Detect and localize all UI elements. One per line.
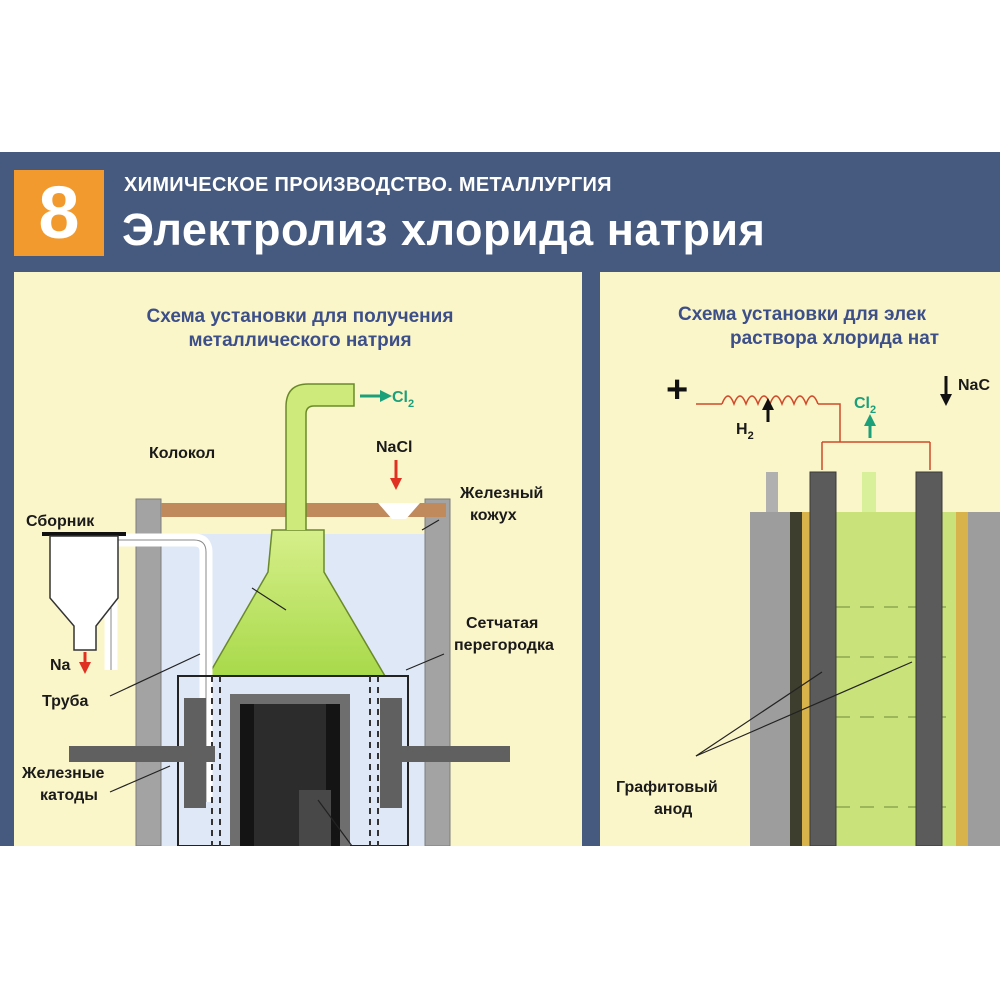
casing-left-wall [135, 498, 162, 846]
label-mesh-partition-1: Сетчатая [466, 615, 538, 632]
brine-electrolysis-diagram: Схема установки для элек раствора хлорид… [616, 304, 1000, 846]
left-title-line-1: Схема установки для получения [147, 306, 454, 327]
label-na: Na [50, 657, 71, 674]
label-h2: H2 [736, 421, 754, 442]
cell-left-wall [750, 512, 790, 846]
bell-leader [251, 587, 287, 611]
label-graphite-anode-2: анод [654, 801, 692, 818]
iron-cathode-right [380, 746, 510, 762]
cathodes-leader [109, 765, 171, 793]
h2-outlet [766, 472, 778, 512]
nacl-feed-funnel [378, 503, 420, 519]
right-diaphragm [956, 512, 968, 846]
plus-terminal: + [666, 369, 688, 411]
right-title-line-2: раствора хлорида нат [730, 328, 939, 349]
left-title-line-2: металлического натрия [188, 330, 411, 351]
label-graphite-anode-1: Графитовый [616, 779, 718, 796]
label-cl2: Cl2 [392, 389, 414, 410]
iron-cathode-left-plate [184, 698, 206, 808]
partition-leader [405, 653, 445, 671]
label-nacl: NaCl [376, 439, 412, 456]
section-subtitle: ХИМИЧЕСКОЕ ПРОИЗВОДСТВО. МЕТАЛЛУРГИЯ [124, 174, 612, 196]
label-bell: Колокол [149, 445, 215, 462]
label-cl2-right: Cl2 [854, 395, 876, 416]
label-pipe: Труба [42, 693, 89, 710]
anode-leader [317, 799, 353, 846]
casing-leader [421, 519, 440, 531]
anode-leader-2 [695, 661, 913, 757]
iron-cathode-left [69, 746, 215, 762]
label-iron-cathodes-1: Железные [21, 765, 104, 782]
sodium-electrolysis-diagram: Схема установки для получения металличес… [21, 306, 554, 846]
label-iron-cathodes-2: катоды [40, 787, 98, 804]
cl2-outlet [862, 472, 876, 512]
section-number-badge: 8 [14, 170, 104, 256]
right-title-line-1: Схема установки для элек [678, 304, 926, 325]
left-panel: Схема установки для получения металличес… [14, 272, 582, 846]
bell-gas-outlet [285, 383, 355, 530]
label-iron-casing-1: Железный [459, 485, 543, 502]
label-iron-casing-2: кожух [470, 507, 517, 524]
label-nacl-right: NaC [958, 377, 990, 394]
graphite-anode-left [809, 471, 837, 846]
anode-wiring [818, 403, 931, 470]
iron-cathode-right-plate [380, 698, 402, 808]
page-title: Электролиз хлорида натрия [122, 204, 766, 255]
cell-right-wall [968, 512, 1000, 846]
pipe-leader [109, 653, 201, 697]
poster: 8 ХИМИЧЕСКОЕ ПРОИЗВОДСТВО. МЕТАЛЛУРГИЯ Э… [0, 152, 1000, 846]
left-diaphragm [790, 512, 802, 846]
collector [49, 535, 119, 651]
anode-leader-1 [695, 671, 823, 757]
right-panel: Схема установки для элек раствора хлорид… [600, 272, 1000, 846]
casing-right-wall [424, 498, 451, 846]
label-mesh-partition-2: перегородка [454, 637, 554, 654]
label-collector: Сборник [26, 513, 95, 530]
graphite-anode-right [915, 471, 943, 846]
